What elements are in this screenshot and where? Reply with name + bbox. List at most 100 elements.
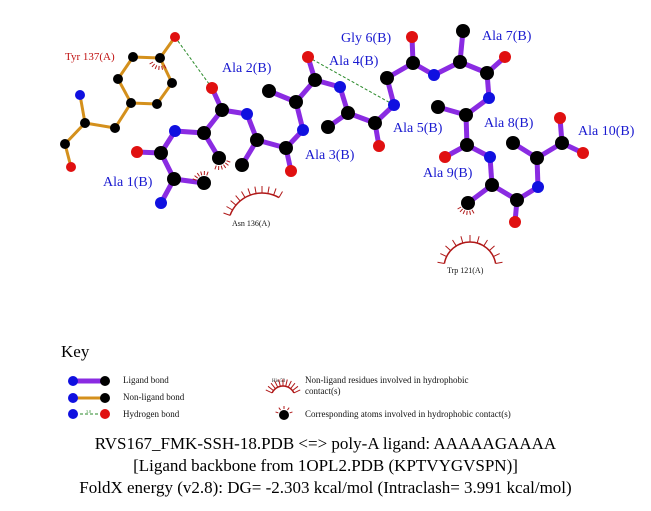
caption-line-1: RVS167_FMK-SSH-18.PDB <=> poly-A ligand:… [94, 434, 557, 453]
hydrophobic-contact-mark [151, 63, 156, 68]
nonligand-bond [84, 121, 116, 130]
hydrophobic-arc-asn136-spoke [235, 195, 241, 202]
carbon-atom [341, 106, 355, 120]
key-hydrogen-bond-label: Hydrogen bond [123, 409, 180, 419]
carbon-atom [154, 146, 168, 160]
oxygen-atom [302, 51, 314, 63]
carbon-atom [510, 193, 524, 207]
carbon-atom [453, 55, 467, 69]
hydrophobic-contact-mark [154, 65, 158, 70]
hydrophobic-arc-asn136-spoke [267, 186, 270, 194]
hydrophobic-arc-asn136 [229, 192, 280, 216]
hydrophobic-arc-trp121-spoke [437, 261, 445, 264]
hydrophobic-contact-mark [462, 210, 466, 215]
oxygen-atom [285, 165, 297, 177]
residue-label-ala1: Ala 1(B) [103, 175, 153, 190]
carbon-atom [485, 178, 499, 192]
residue-label-asn136: Asn 136(A) [232, 219, 270, 228]
nitrogen-atom [169, 125, 181, 137]
hydrophobic-contact-mark [149, 61, 154, 65]
carbon-atom [506, 136, 520, 150]
carbon-atom [197, 126, 211, 140]
key-hydrophobic-arc-spoke [292, 385, 299, 392]
key-hydrophobic-atom-mark [275, 411, 279, 414]
key-hydrophobic-atom-mark [278, 407, 281, 411]
hydrophobic-contact-mark [226, 160, 231, 163]
residue-label-tyr137: Tyr 137(A) [65, 51, 115, 63]
carbon-atom [460, 138, 474, 152]
residue-label-ala8: Ala 8(B) [484, 116, 534, 131]
hydrophobic-arc-trp121-spoke [452, 239, 457, 247]
hydrophobic-contact-mark [214, 165, 217, 170]
key-nonligand-bond-label: Non-ligand bond [123, 392, 185, 402]
hydrophobic-arc-trp121 [443, 241, 497, 264]
key-hbond-length: 3.0 [86, 409, 91, 414]
hydrophobic-arc-trp121-spoke [440, 253, 447, 258]
hydrophobic-arc-trp121-spoke [493, 253, 500, 258]
residue-label-trp121: Trp 121(A) [447, 266, 484, 275]
key-atom [68, 376, 78, 386]
hydrophobic-contact-mark [206, 171, 209, 176]
key-atom [100, 409, 110, 419]
key-atom [100, 376, 110, 386]
hydrogen-bond [174, 36, 213, 89]
nitrogen-atom [532, 181, 544, 193]
hydrophobic-arc-trp121-spoke [495, 261, 503, 264]
carbon-atom [80, 118, 90, 128]
hydrophobic-arc-asn136-spoke [241, 191, 246, 198]
carbon-atom [113, 74, 123, 84]
carbon-atom [110, 123, 120, 133]
key-hydrophobic-arc-spoke [287, 380, 292, 388]
nitrogen-atom [155, 197, 167, 209]
nitrogen-atom [241, 108, 253, 120]
hydrophobic-arc-asn136-spoke [278, 191, 283, 198]
residue-label-ala4: Ala 4(B) [329, 54, 379, 69]
hydrophobic-arc-trp121-spoke [483, 239, 488, 247]
hydrophobic-arc-trp121-spoke [460, 236, 464, 244]
hydrophobic-contact-mark [469, 210, 471, 215]
hydrophobic-arc-asn136-spoke [226, 206, 233, 211]
carbon-atom [167, 172, 181, 186]
oxygen-atom [406, 31, 418, 43]
oxygen-atom [554, 112, 566, 124]
nitrogen-atom [483, 92, 495, 104]
key-example-residue: His 53 [272, 379, 286, 384]
key-hydrophobic-arc-spoke [278, 379, 281, 387]
residue-label-ala3: Ala 3(B) [305, 148, 355, 163]
carbon-atom [380, 71, 394, 85]
key-hydrophobic-atom-mark [287, 407, 290, 411]
carbon-atom [368, 116, 382, 130]
hydrophobic-arc-asn136-spoke [247, 188, 251, 196]
key-hydrophobic-arc-spoke [290, 382, 296, 389]
key-hydrophobic-arc-spoke [293, 389, 301, 394]
key-title: Key [61, 342, 90, 361]
oxygen-atom [131, 146, 143, 158]
hydrophobic-arc-trp121-spoke [476, 236, 480, 244]
oxygen-atom [170, 32, 180, 42]
caption-line-3: FoldX energy (v2.8): DG= -2.303 kcal/mol… [79, 478, 572, 497]
hydrophobic-contact-mark [161, 65, 163, 70]
key-hydrophobic-arc-spoke [265, 389, 273, 394]
key-hydrophobic-arc-spoke [285, 379, 288, 387]
carbon-atom [459, 108, 473, 122]
key-hydrophobic-arc-spoke [274, 380, 279, 388]
carbon-atom [279, 141, 293, 155]
nitrogen-atom [388, 99, 400, 111]
oxygen-atom [439, 151, 451, 163]
carbon-atom [155, 53, 165, 63]
nitrogen-atom [428, 69, 440, 81]
oxygen-atom [509, 216, 521, 228]
carbon-atom [128, 52, 138, 62]
key-atom [68, 409, 78, 419]
carbon-atom [461, 196, 475, 210]
carbon-atom [321, 120, 335, 134]
carbon-atom [152, 99, 162, 109]
nitrogen-atom [297, 124, 309, 136]
key-hydrophobic-arc-spoke [267, 385, 274, 392]
carbon-atom [197, 176, 211, 190]
oxygen-atom [66, 162, 76, 172]
residue-label-ala10: Ala 10(B) [578, 124, 635, 139]
key-hydrophobic-atom-mark [289, 411, 293, 414]
